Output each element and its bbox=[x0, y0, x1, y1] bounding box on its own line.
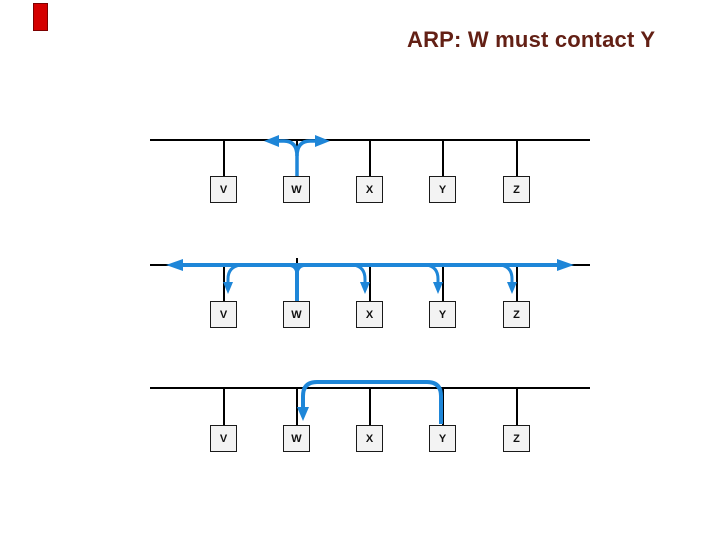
deliver-to-v-arrow-icon bbox=[223, 263, 241, 294]
node-box-z-2: Z bbox=[503, 301, 530, 328]
arrowhead-left-icon bbox=[264, 135, 279, 147]
bus-propagate-left-arrow-icon bbox=[166, 259, 183, 271]
node-label: Y bbox=[438, 308, 447, 321]
bus-propagate-right-arrow-icon bbox=[557, 259, 574, 271]
node-box-x-2: X bbox=[356, 301, 383, 328]
node-box-v-3: V bbox=[210, 425, 237, 452]
node-box-w-3: W bbox=[283, 425, 310, 452]
node-box-v-1: V bbox=[210, 176, 237, 203]
node-box-y-3: Y bbox=[429, 425, 456, 452]
node-label: Y bbox=[438, 183, 447, 196]
w-source-merge-icon bbox=[287, 263, 307, 302]
node-label: W bbox=[291, 432, 302, 445]
diagram-3-unicast-reply bbox=[150, 380, 590, 426]
node-label: X bbox=[365, 308, 374, 321]
node-label: X bbox=[365, 183, 374, 196]
diagram-1-broadcast-start bbox=[150, 135, 590, 177]
node-box-y-1: Y bbox=[429, 176, 456, 203]
node-label: V bbox=[219, 183, 228, 196]
node-label: Z bbox=[513, 183, 520, 196]
deliver-to-x-arrow-icon bbox=[353, 263, 370, 294]
diagram-2-broadcast-all bbox=[150, 258, 590, 302]
node-label: Y bbox=[438, 432, 447, 445]
node-box-v-2: V bbox=[210, 301, 237, 328]
w-broadcast-split-arrows-icon bbox=[264, 135, 330, 177]
node-label: W bbox=[291, 308, 302, 321]
y-to-w-reply-arrow-icon bbox=[297, 380, 443, 424]
node-label: V bbox=[219, 308, 228, 321]
node-label: V bbox=[219, 432, 228, 445]
node-box-w-1: W bbox=[283, 176, 310, 203]
red-corner-marker bbox=[33, 3, 48, 31]
node-box-w-2: W bbox=[283, 301, 310, 328]
node-label: Z bbox=[513, 432, 520, 445]
node-box-x-1: X bbox=[356, 176, 383, 203]
arrowhead-right-icon bbox=[315, 135, 330, 147]
deliver-to-y-arrow-icon bbox=[426, 263, 443, 294]
node-label: W bbox=[291, 183, 302, 196]
node-box-z-3: Z bbox=[503, 425, 530, 452]
node-box-x-3: X bbox=[356, 425, 383, 452]
node-box-y-2: Y bbox=[429, 301, 456, 328]
deliver-to-z-arrow-icon bbox=[500, 263, 517, 294]
node-box-z-1: Z bbox=[503, 176, 530, 203]
slide-title: ARP: W must contact Y bbox=[407, 27, 656, 52]
node-label: Z bbox=[513, 308, 520, 321]
node-label: X bbox=[365, 432, 374, 445]
